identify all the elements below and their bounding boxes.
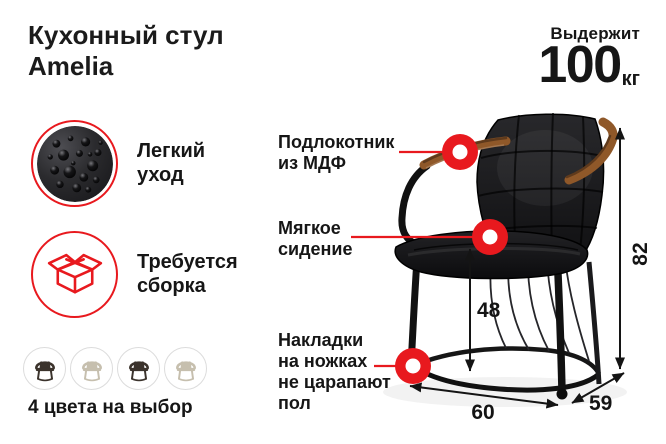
easy-care-label: Легкий уход [137,140,206,186]
callout-markers [395,134,508,384]
callout-armrest: Подлокотник из МДФ [278,132,395,173]
seat-marker [472,219,508,255]
open-box-icon [47,253,102,294]
dimension-seat-height-label: 48 [477,299,501,322]
chair-color-swatch-1 [23,347,66,390]
assembly-feature-icon [31,231,118,318]
callout-leg-pads: Накладки на ножках не царапают пол [278,330,391,413]
max-weight-badge: Выдержит 100 кг [538,24,640,94]
dimension-height-label: 82 [629,242,652,266]
water-droplets-icon [36,125,113,202]
color-options-label: 4 цвета на выбор [28,397,193,418]
max-weight-unit: кг [621,67,640,90]
max-weight-label: Выдержит [550,24,640,43]
wooden-armrest [419,117,618,185]
chair-color-swatch-2 [70,347,113,390]
max-weight-value: 100 [538,36,622,94]
chair-color-swatch-3 [117,347,160,390]
page-title: Кухонный стул Amelia [28,20,224,81]
chair-illustration [394,112,618,400]
dimension-width-label: 60 [471,401,495,424]
callout-seat: Мягкое сидение [278,218,353,259]
chair-color-swatch-4 [164,347,207,390]
dimension-depth-label: 59 [589,392,613,415]
easy-care-feature-icon [31,120,118,207]
armrest-marker [442,134,478,170]
leg-pad-marker [395,348,431,384]
dimension-arrows [409,127,625,409]
color-swatches [23,347,207,390]
assembly-label: Требуется сборка [137,251,238,297]
